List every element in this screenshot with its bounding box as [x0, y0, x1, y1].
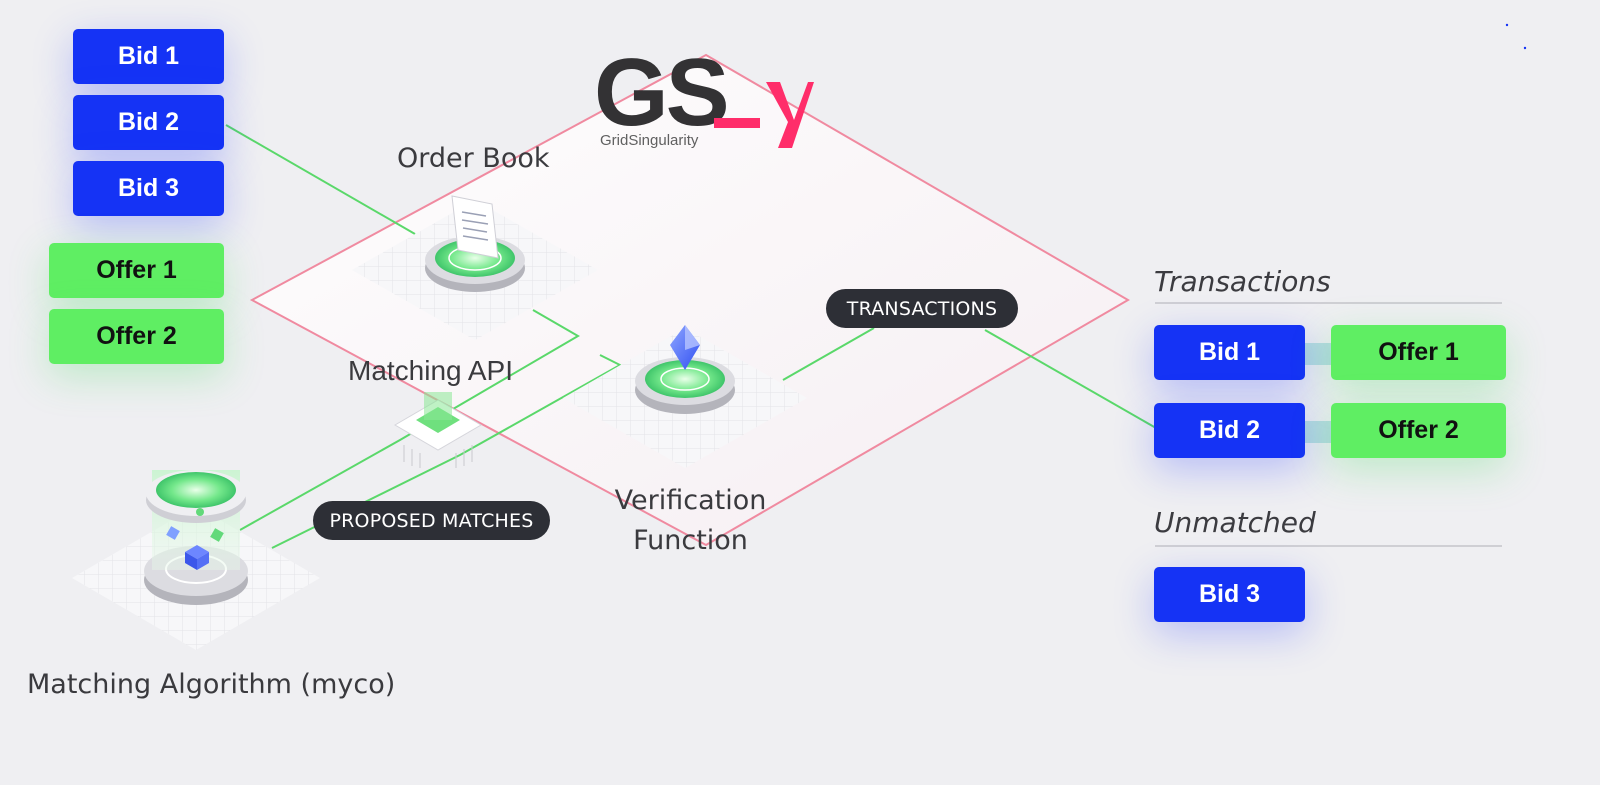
- logo-accent-icon: [714, 82, 814, 148]
- transactions-title: Transactions: [1154, 265, 1331, 298]
- transactions-pill: TRANSACTIONS: [826, 289, 1018, 328]
- left-bid-2[interactable]: Bid 2: [73, 95, 224, 150]
- logo-name: GridSingularity: [600, 132, 699, 149]
- connector-lines: [225, 124, 1157, 549]
- logo-mark: GS: [594, 45, 730, 141]
- matching-algorithm-platform: [72, 470, 320, 650]
- transaction-bid-1[interactable]: Bid 1: [1154, 325, 1305, 380]
- transactions-divider: [1155, 302, 1502, 304]
- transaction-offer-2[interactable]: Offer 2: [1331, 403, 1506, 458]
- unmatched-bid-3[interactable]: Bid 3: [1154, 567, 1305, 622]
- left-offer-1[interactable]: Offer 1: [49, 243, 224, 298]
- left-offer-2[interactable]: Offer 2: [49, 309, 224, 364]
- verification-platform: [563, 325, 807, 468]
- matching-api-label: Matching API: [348, 355, 513, 386]
- verification-function-label: Verification Function: [603, 486, 778, 555]
- matching-api-chip: [394, 392, 482, 468]
- order-book-label: Order Book: [397, 143, 550, 174]
- left-bid-3[interactable]: Bid 3: [73, 161, 224, 216]
- order-book-platform: [352, 195, 598, 340]
- unmatched-title: Unmatched: [1154, 506, 1316, 539]
- matching-algorithm-label: Matching Algorithm (myco): [27, 669, 396, 700]
- left-bid-1[interactable]: Bid 1: [73, 29, 224, 84]
- order-process-diamond: [249, 53, 1130, 547]
- proposed-matches-pill: PROPOSED MATCHES: [313, 501, 550, 540]
- verification-label-line2: Function: [633, 524, 748, 556]
- unmatched-divider: [1155, 545, 1502, 547]
- logo-mark-text: GS: [594, 39, 730, 146]
- verification-label-line1: Verification: [614, 485, 767, 516]
- transaction-offer-1[interactable]: Offer 1: [1331, 325, 1506, 380]
- transaction-bid-2[interactable]: Bid 2: [1154, 403, 1305, 458]
